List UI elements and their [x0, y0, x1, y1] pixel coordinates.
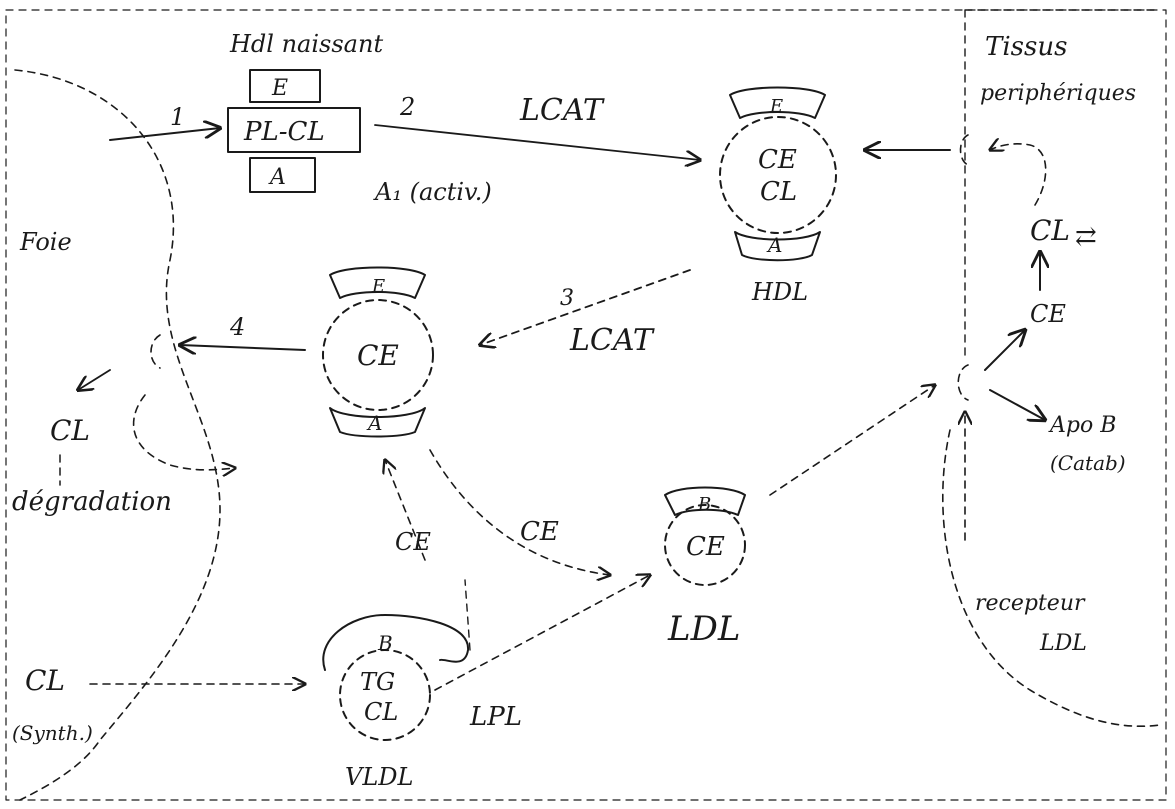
glyph-exchange: ⇄ [1075, 222, 1097, 252]
label-lcat-2: LCAT [569, 323, 655, 358]
label-ldl: LDL [667, 609, 740, 649]
label-apo-b: Apo B [1048, 413, 1116, 438]
arrow-ldl-to-tissue [769, 385, 935, 496]
liver-boundary [14, 69, 221, 801]
label-hdl-naissant: Hdl naissant [229, 30, 383, 58]
arrow-vldl-to-ldl [434, 575, 650, 691]
tissue-receptor-node [957, 364, 969, 401]
svg-text:PL-CL: PL-CL [243, 117, 325, 147]
svg-text:A: A [366, 411, 382, 435]
line-vldl-up [464, 579, 471, 651]
arrow-node-to-ce [984, 330, 1025, 371]
hdl-particle: E CE CL A [719, 86, 837, 262]
label-degradation: dégradation [12, 487, 172, 517]
label-lcat-1: LCAT [519, 93, 605, 128]
label-ce-flow-left: CE [395, 528, 431, 556]
svg-text:A: A [766, 233, 782, 257]
arrow-step-3 [480, 269, 691, 345]
label-a1-activ: A₁ (activ.) [373, 178, 492, 206]
step-4: 4 [229, 313, 245, 341]
arrow-step-2 [374, 124, 700, 160]
liver-receptor-node [150, 334, 161, 369]
svg-text:CE: CE [357, 339, 399, 372]
label-synth: (Synth.) [12, 721, 93, 745]
svg-text:B: B [377, 631, 393, 655]
label-peripheriques: periphériques [980, 81, 1136, 106]
arrow-vldl-to-mid [385, 460, 426, 561]
label-ce-flow-right: CE [520, 517, 559, 547]
svg-text:A: A [268, 165, 286, 190]
arrow-cl-to-top [990, 144, 1047, 206]
svg-text:E: E [271, 76, 288, 101]
label-cl-right: CL [1030, 214, 1070, 247]
label-catab: (Catab) [1050, 451, 1126, 475]
tissue-box [964, 9, 1161, 361]
svg-text:CE: CE [758, 145, 797, 175]
label-foie: Foie [19, 228, 72, 256]
arrow-liver-loop [132, 394, 235, 470]
label-tissus: Tissus [985, 32, 1067, 62]
step-2: 2 [399, 93, 415, 121]
label-ce-right: CE [1030, 300, 1066, 328]
svg-text:CL: CL [364, 698, 398, 726]
arrow-mid-to-ldl [429, 449, 610, 575]
arrow-node-to-apob [989, 389, 1045, 420]
label-recepteur: recepteur [975, 591, 1086, 616]
svg-text:E: E [371, 276, 385, 297]
label-lpl: LPL [469, 702, 522, 732]
step-3: 3 [560, 286, 574, 311]
label-cl-synth: CL [25, 664, 65, 697]
nascent-hdl: E PL-CL A [227, 69, 361, 193]
ldl-particle: B CE [664, 486, 746, 586]
tissue-boundary [942, 429, 1161, 728]
arrow-step-1 [109, 128, 220, 141]
svg-text:CL: CL [760, 177, 797, 207]
arrow-step-4 [180, 345, 306, 350]
label-hdl: HDL [751, 278, 808, 306]
step-1: 1 [170, 103, 185, 131]
svg-text:TG: TG [360, 668, 395, 696]
label-recepteur-ldl: LDL [1039, 631, 1087, 656]
vldl-particle: B TG CL [322, 614, 470, 741]
mid-particle: E CE A [322, 266, 434, 438]
arrow-cl-down [78, 369, 111, 390]
tissue-receptor-top [959, 134, 969, 166]
svg-text:E: E [769, 96, 783, 117]
label-vldl: VLDL [345, 763, 413, 791]
label-cl-liver: CL [50, 414, 90, 447]
svg-text:CE: CE [686, 532, 725, 562]
